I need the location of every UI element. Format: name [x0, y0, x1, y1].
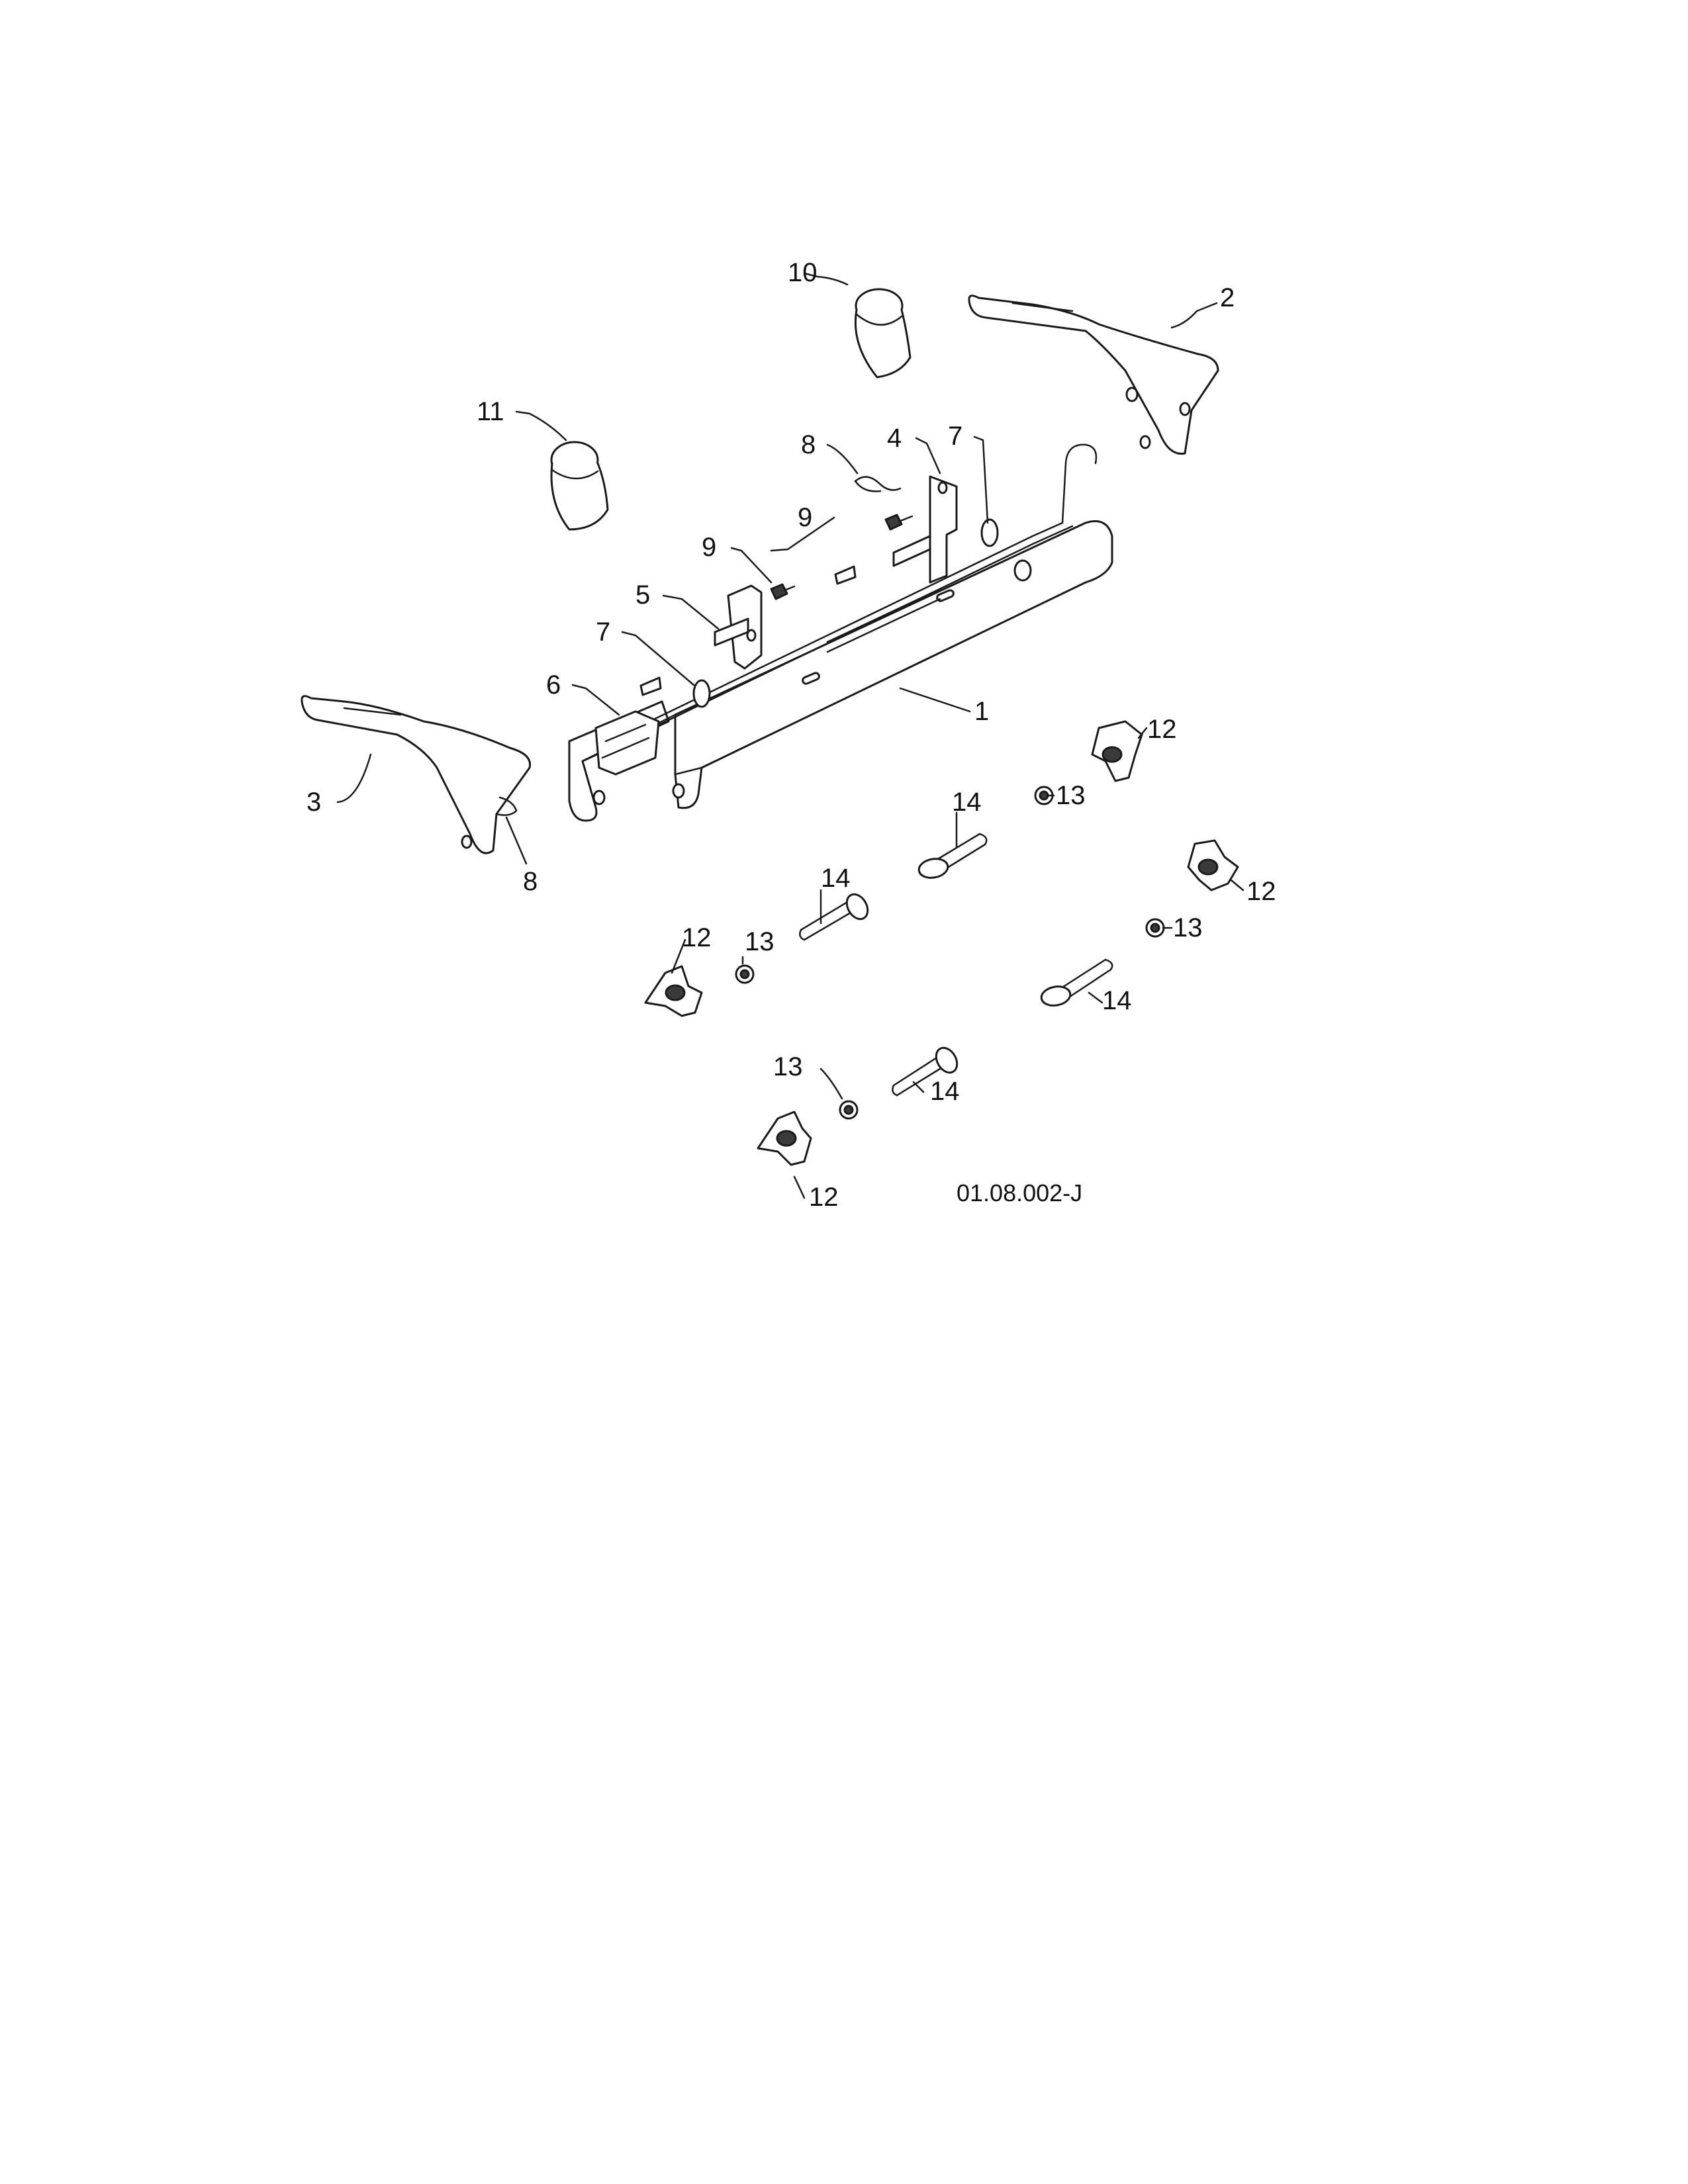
callout-9b: 9	[702, 533, 716, 562]
part-3-handle	[301, 695, 532, 854]
callout-6: 6	[546, 670, 561, 700]
callout-7b: 7	[948, 422, 962, 451]
part-7-collar	[692, 518, 999, 708]
callout-8b: 8	[523, 867, 538, 896]
part-1-frame	[568, 520, 1113, 822]
callout-14d: 14	[930, 1077, 960, 1106]
part-9-bolt	[770, 514, 914, 600]
part-8-clip	[854, 476, 902, 491]
part-14-bolt	[1040, 958, 1113, 1007]
diagram-reference-code: 01.08.002-J	[957, 1179, 1082, 1206]
part-12-knob	[644, 965, 703, 1017]
callout-7a: 7	[596, 617, 610, 647]
callout-8a: 8	[801, 430, 816, 459]
part-14-bolt	[892, 1046, 959, 1097]
part-6-pivot	[594, 710, 660, 776]
part-13-washer	[735, 786, 1165, 1120]
leader-lines	[336, 272, 1244, 1199]
part-12-knob	[1187, 839, 1239, 891]
callouts: 1 2 3 4 5 6 7 7 8 8 9 9 10 11 12 12 12 1…	[306, 258, 1276, 1212]
callout-1: 1	[974, 697, 989, 726]
callout-10: 10	[788, 258, 818, 287]
part-11-knob	[550, 441, 609, 531]
callout-13a: 13	[1056, 781, 1086, 810]
part-2-handle	[968, 295, 1219, 455]
part-14-bolt	[799, 893, 869, 941]
callout-14b: 14	[821, 864, 851, 893]
callout-13b: 13	[1173, 913, 1203, 942]
callout-4: 4	[887, 424, 902, 453]
part-12-knob	[757, 1111, 812, 1166]
part-4-bracket	[892, 475, 958, 584]
callout-2: 2	[1220, 283, 1235, 312]
rod-tab	[639, 676, 662, 696]
part-10-knob	[854, 288, 912, 379]
callout-5: 5	[635, 580, 650, 610]
callout-14a: 14	[952, 788, 982, 817]
rod-tab	[834, 565, 857, 585]
callout-3: 3	[306, 788, 321, 817]
rod	[621, 443, 1098, 744]
callout-13d: 13	[773, 1052, 803, 1081]
callout-12c: 12	[682, 923, 712, 952]
callout-12a: 12	[1147, 715, 1177, 744]
part-5-bracket	[714, 584, 763, 670]
callout-9a: 9	[798, 503, 812, 532]
part-14-bolt	[917, 833, 988, 879]
callout-13c: 13	[745, 927, 774, 956]
callout-14c: 14	[1102, 986, 1132, 1015]
callout-12d: 12	[809, 1183, 839, 1212]
callout-11: 11	[477, 397, 504, 426]
callout-12b: 12	[1246, 877, 1276, 906]
part-12-knob	[1091, 720, 1143, 782]
